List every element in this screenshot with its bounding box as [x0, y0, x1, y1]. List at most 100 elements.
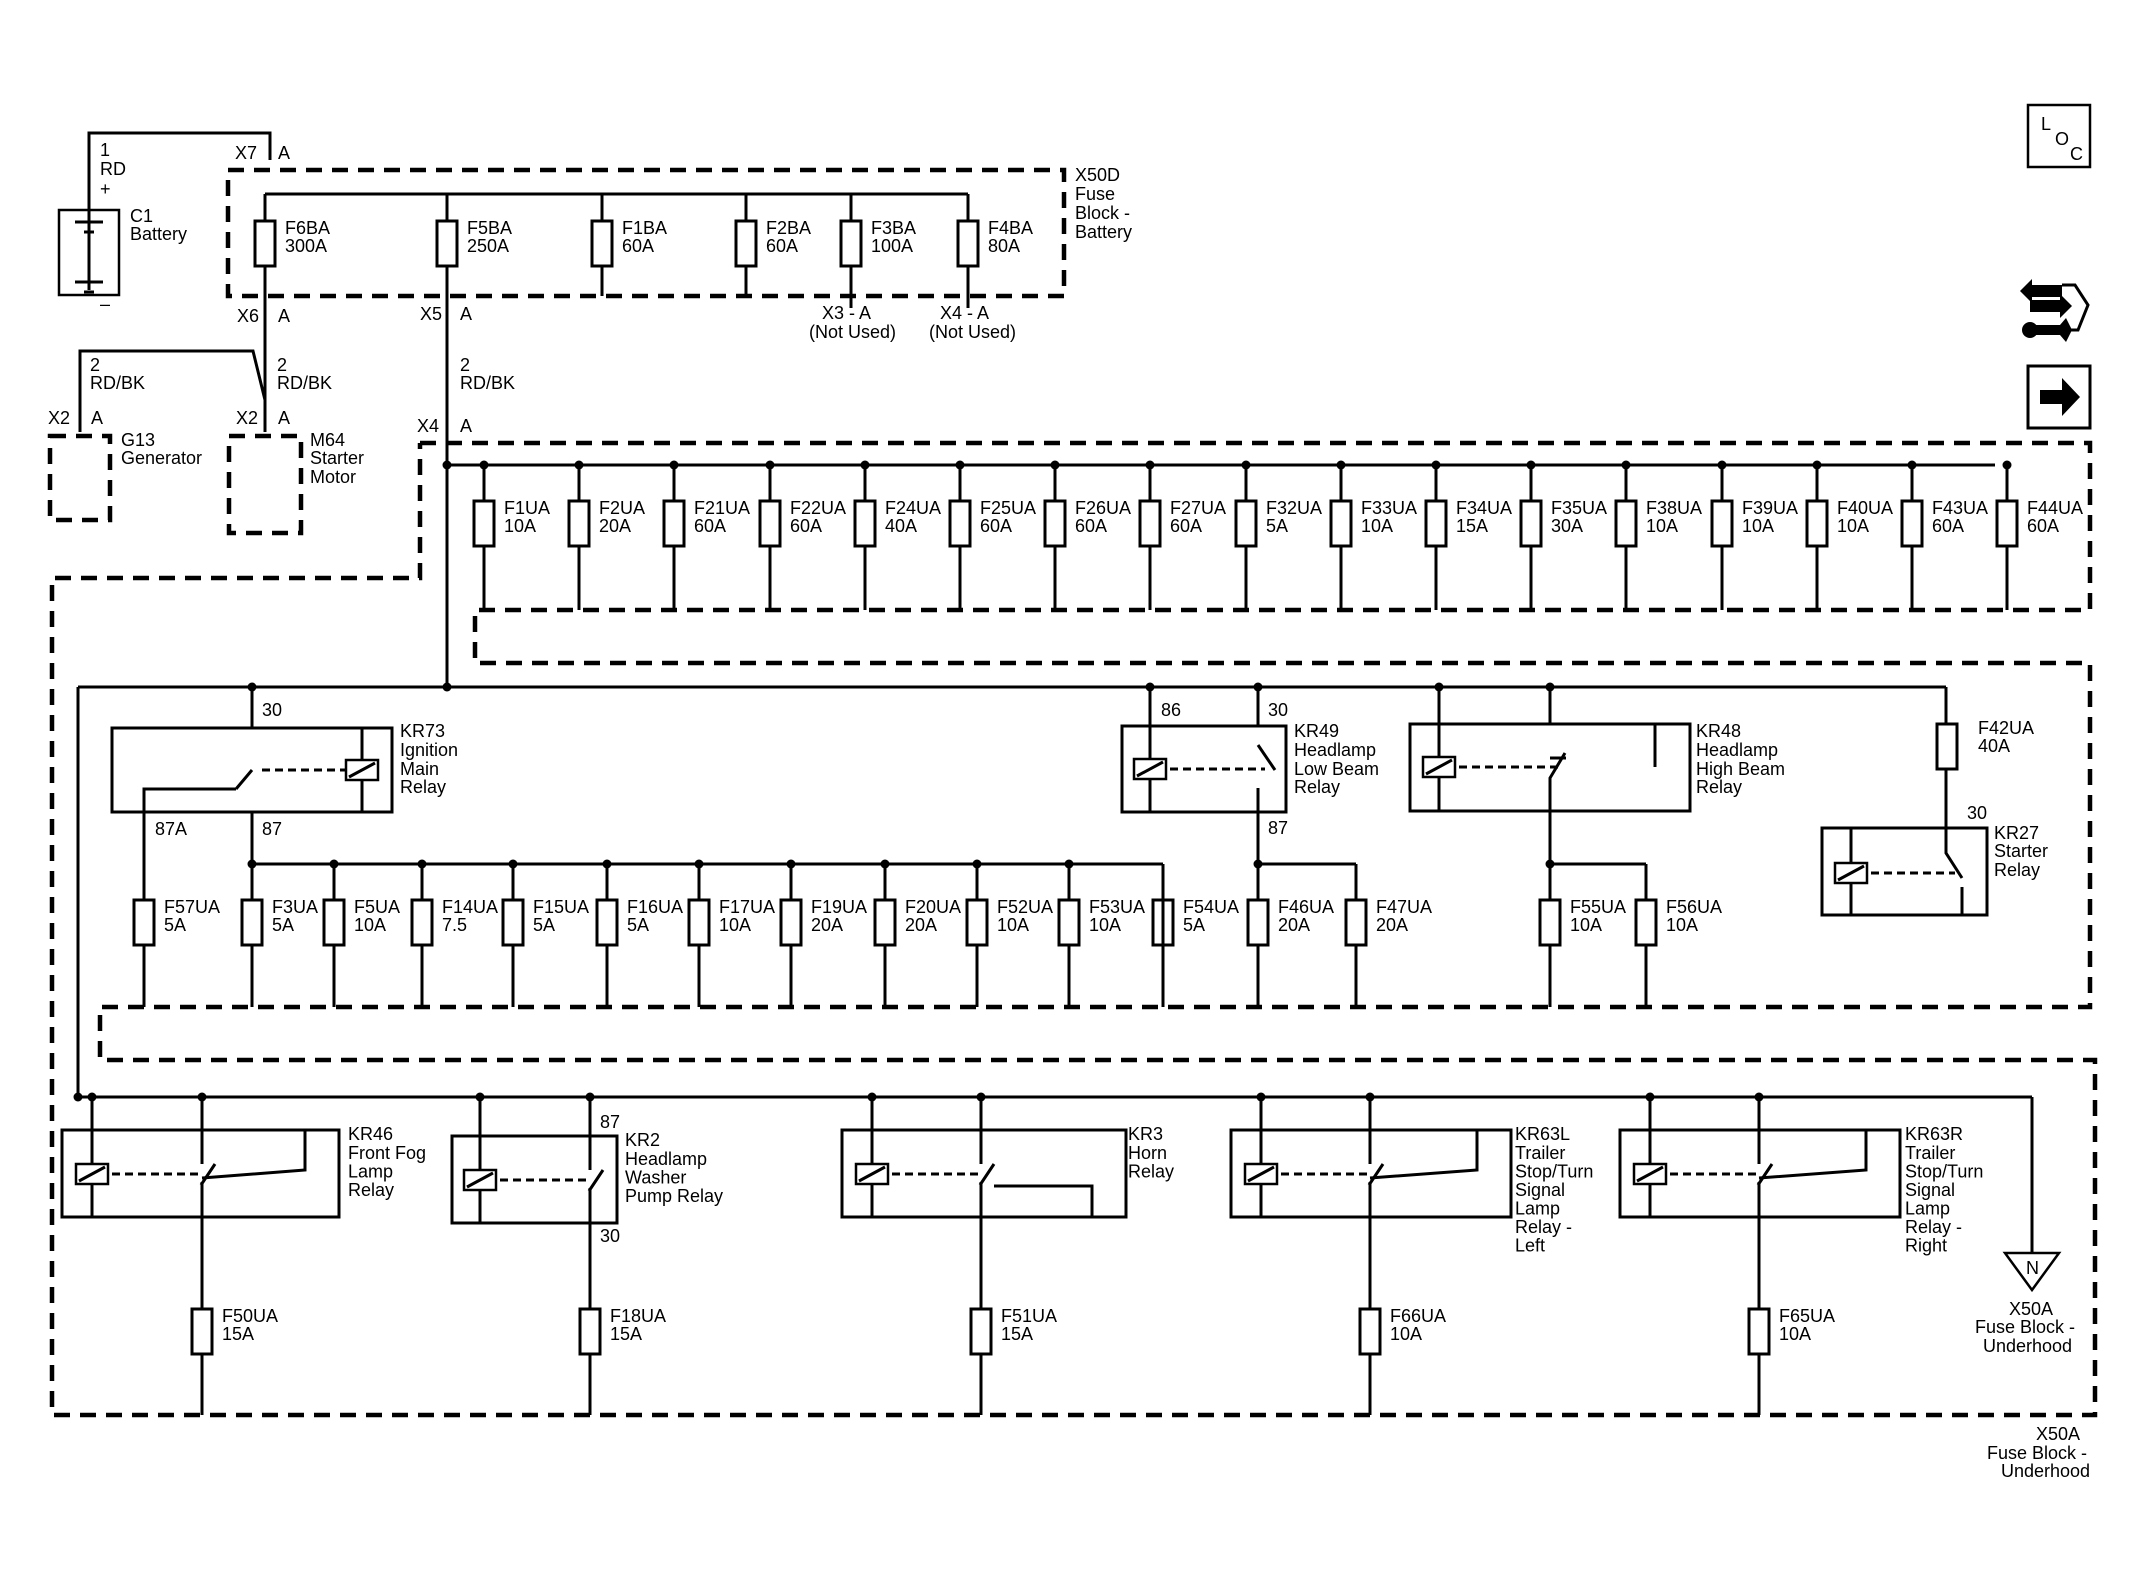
fuse-rating: 60A [980, 516, 1012, 536]
fuse-name: F50UA [222, 1306, 278, 1326]
fuse-body [1805, 499, 1829, 548]
fuse-rating: 10A [1570, 915, 1602, 935]
kr49-pin-30: 30 [1268, 700, 1288, 720]
relay-bottom-line: Trailer [1515, 1143, 1565, 1163]
fuse-name: F5BA [467, 218, 512, 238]
fuse-name: F47UA [1376, 897, 1432, 917]
kr73-line-3: Relay [400, 777, 446, 797]
feed-wire: RD/BK [460, 373, 515, 393]
f42-amp: 40A [1978, 736, 2010, 756]
battery-symbol [57, 208, 121, 297]
relay-kr49: 86 30 KR49 Headlamp Low Beam Relay 87 [1120, 682, 1379, 1007]
relay-bottom-ref: KR63R [1905, 1124, 1963, 1144]
ground-ref-n [2002, 1251, 2062, 1293]
fuse-name: F2BA [766, 218, 811, 238]
fuse-name: F66UA [1390, 1306, 1446, 1326]
fuse-body [853, 499, 877, 548]
fuse-name: F24UA [885, 498, 941, 518]
fuse-name: F44UA [2027, 498, 2083, 518]
battery-minus: – [100, 294, 110, 314]
x6-pin: A [278, 306, 290, 326]
fuse-body [662, 499, 686, 548]
kr48-line-1: Headlamp [1696, 740, 1778, 760]
fuse-body [969, 1307, 993, 1356]
fuse-rating: 300A [285, 236, 327, 256]
battery-pin: 1 [100, 140, 110, 160]
fuse-rating: 100A [871, 236, 913, 256]
m64-name-2: Motor [310, 467, 356, 487]
fuse-body [1614, 499, 1638, 548]
fuse-body [472, 499, 496, 548]
fuse-name: F3UA [272, 897, 318, 917]
x50d-block [225, 167, 1067, 299]
fuse-rating: 5A [627, 915, 649, 935]
fuse-body [1900, 499, 1924, 548]
fuse-rating: 60A [766, 236, 798, 256]
generator-starter: 2 RD/BK 2 RD/BK X2 A X2 A G13 Generator … [47, 320, 364, 536]
fuse-body [1234, 499, 1258, 548]
m64-pin: A [278, 408, 290, 428]
next-arrow-icon[interactable] [2026, 364, 2092, 430]
feed-conn: X4 [417, 416, 439, 436]
relay-bottom-line: Pump Relay [625, 1186, 723, 1206]
relay-bottom-ref: KR3 [1128, 1124, 1163, 1144]
fuse-rating: 10A [719, 915, 751, 935]
kr48-line-3: Relay [1696, 777, 1742, 797]
relay-bottom-line: Signal [1905, 1180, 1955, 1200]
m64-name-1: Starter [310, 448, 364, 468]
fuse-body [253, 219, 277, 268]
fuse-name: F40UA [1837, 498, 1893, 518]
relay-bottom-line: Left [1515, 1236, 1545, 1256]
fuse-rating: 15A [1001, 1324, 1033, 1344]
fuse-rating: 60A [1170, 516, 1202, 536]
fuse-name: F15UA [533, 897, 589, 917]
relay-bottom-line: Lamp [348, 1162, 393, 1182]
fuse-body [839, 219, 863, 268]
fuse-rating: 10A [1089, 915, 1121, 935]
fuse-body [240, 898, 264, 947]
kr73-line-2: Main [400, 759, 439, 779]
fuse-body [1747, 1307, 1771, 1356]
fuse-rating: 10A [1390, 1324, 1422, 1344]
kr49-pin-87: 87 [1268, 818, 1288, 838]
loc-icon[interactable]: L O C [2026, 103, 2092, 169]
relay-bottom-ref: KR63L [1515, 1124, 1570, 1144]
connector-tool-icon[interactable] [2020, 279, 2090, 342]
relay-bottom-line: Relay - [1905, 1217, 1962, 1237]
fuse-name: F57UA [164, 897, 220, 917]
battery-name: Battery [130, 224, 187, 244]
fuse-body [758, 499, 782, 548]
kr49-line-2: Low Beam [1294, 759, 1379, 779]
kr27-pin-30: 30 [1967, 803, 1987, 823]
battery-ref: C1 [130, 206, 153, 226]
x4-conn: X4 - A [940, 303, 989, 323]
x50d-name-2: Block - [1075, 203, 1130, 223]
relay-bottom-line: Lamp [1905, 1199, 1950, 1219]
fuse-body [1246, 898, 1270, 947]
ground-ref-line-2: Fuse Block - [1975, 1317, 2075, 1337]
fuse-rating: 60A [694, 516, 726, 536]
fuse-body [1424, 499, 1448, 548]
